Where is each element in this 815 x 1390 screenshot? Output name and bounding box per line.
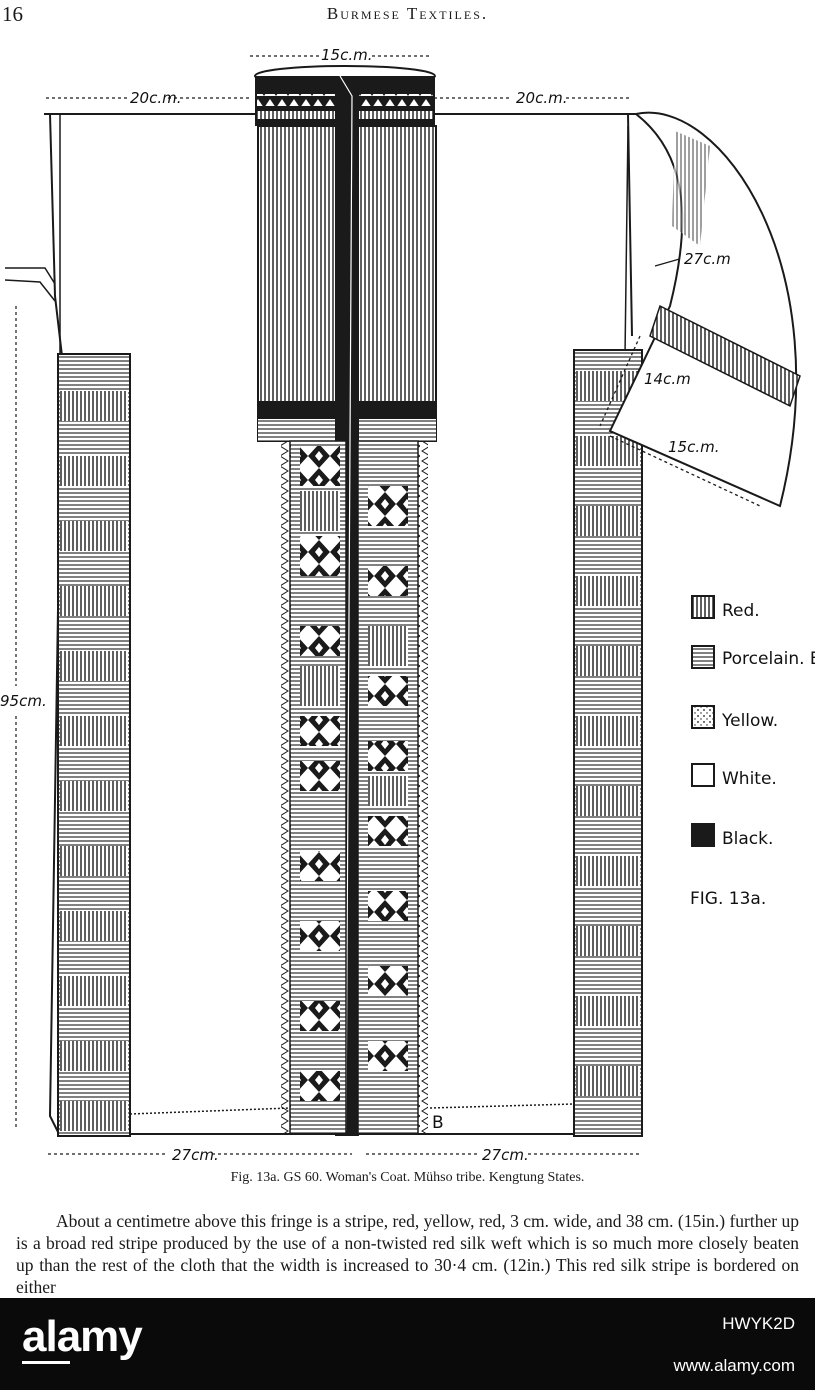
- figure-label: FIG. 13a.: [690, 889, 766, 909]
- watermark-footer: alamy HWYK2D www.alamy.com: [0, 1298, 815, 1390]
- figure-caption: Fig. 13a. GS 60. Woman's Coat. Mühso tri…: [230, 1170, 585, 1185]
- coat-figure: B 15c.m. 20c.m. 20c.m. 27c.m 14c.m 15c.m…: [0, 36, 815, 1166]
- coat-drawing: B 15c.m. 20c.m. 20c.m. 27c.m 14c.m 15c.m…: [0, 46, 815, 1164]
- legend-label-yellow: Yellow.: [721, 711, 778, 731]
- legend-swatch-red: [691, 595, 715, 619]
- dim-sleeve: 27c.m: [684, 250, 731, 268]
- legend-label-blue: Porcelain. Blue.: [722, 649, 815, 669]
- legend-swatch-black: [691, 823, 715, 847]
- site-url: www.alamy.com: [673, 1356, 795, 1375]
- legend-swatch-white: [691, 763, 715, 787]
- dim-sleeve-band: 14c.m: [644, 370, 691, 388]
- page-number: 16: [2, 2, 23, 26]
- dim-cuff: 15c.m.: [668, 438, 719, 456]
- legend-label-black: Black.: [722, 829, 773, 849]
- running-title: Burmese Textiles.: [326, 4, 489, 23]
- dim-left-bottom: 27cm.: [172, 1146, 219, 1164]
- page-header: 16 Burmese Textiles.: [0, 0, 815, 26]
- legend-swatch-yellow: [691, 705, 715, 729]
- dim-right-bottom: 27cm.: [482, 1146, 529, 1164]
- svg-text:B: B: [432, 1113, 444, 1133]
- dim-left-shoulder: 20c.m.: [130, 89, 181, 107]
- legend: Red. Porcelain. Blue. Yellow. White. Bla…: [690, 595, 815, 909]
- dim-collar: 15c.m.: [321, 46, 372, 64]
- legend-label-red: Red.: [722, 601, 760, 621]
- brand-underline: [22, 1361, 70, 1364]
- dim-length: 95cm.: [0, 692, 47, 710]
- legend-label-white: White.: [722, 769, 777, 789]
- legend-swatch-blue: [691, 645, 715, 669]
- dim-right-shoulder: 20c.m.: [516, 89, 567, 107]
- body-paragraph: About a centimetre above this fringe is …: [16, 1211, 799, 1297]
- image-id: HWYK2D: [722, 1314, 795, 1333]
- brand-logo: alamy: [22, 1312, 143, 1361]
